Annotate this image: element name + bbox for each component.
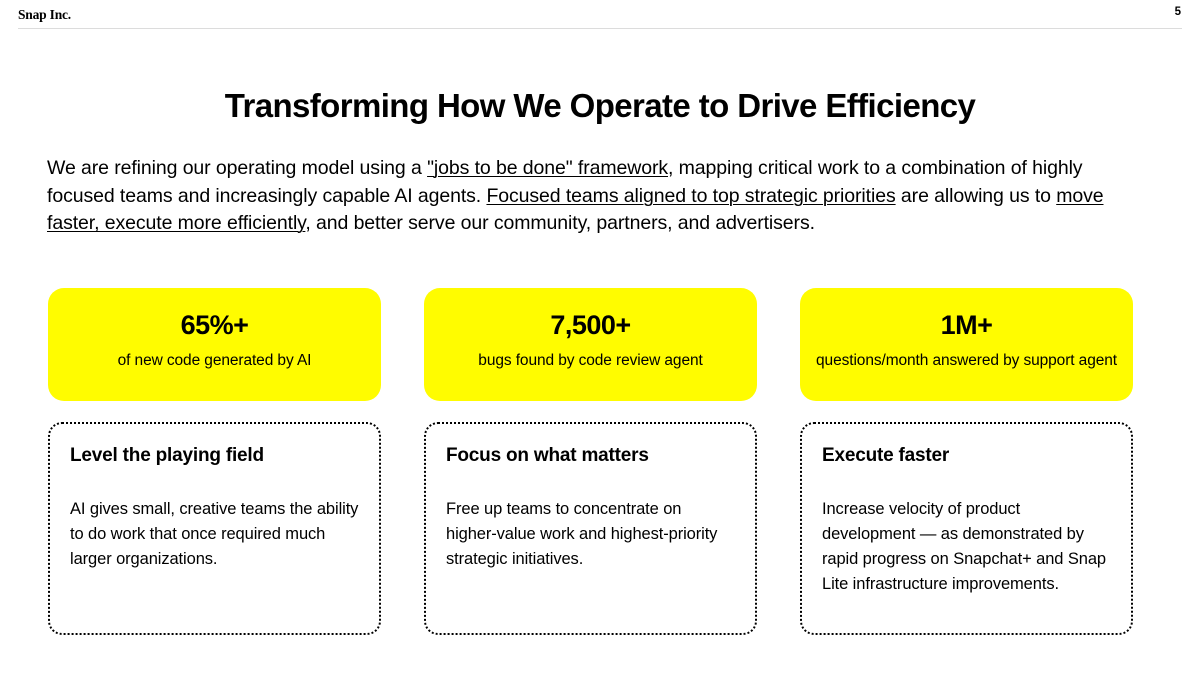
- detail-card-2: Focus on what matters Free up teams to c…: [424, 422, 757, 635]
- slide-header: Snap Inc. 5: [0, 0, 1200, 31]
- detail-title-1: Level the playing field: [70, 445, 264, 466]
- stat-card-2: 7,500+ bugs found by code review agent: [424, 288, 757, 401]
- stat-value-1: 65%+: [180, 310, 249, 340]
- stat-label-2: bugs found by code review agent: [478, 352, 703, 370]
- intro-underline-jobs-to-be-done: "jobs to be done" framework: [427, 157, 668, 179]
- column-1: 65%+ of new code generated by AI Level t…: [48, 288, 381, 635]
- detail-body-3: Increase velocity of product development…: [822, 499, 1106, 593]
- detail-card-3: Execute faster Increase velocity of prod…: [800, 422, 1133, 635]
- column-2: 7,500+ bugs found by code review agent F…: [424, 288, 757, 635]
- intro-underline-focused-teams: Focused teams aligned to top strategic p…: [486, 184, 896, 207]
- stat-value-2: 7,500+: [550, 310, 631, 340]
- intro-text-3: are allowing us to: [895, 184, 1057, 207]
- column-3: 1M+ questions/month answered by support …: [800, 288, 1133, 635]
- stat-card-1: 65%+ of new code generated by AI: [48, 288, 381, 401]
- intro-text-2: , mapping critical work to a combination…: [47, 157, 1083, 207]
- stat-label-3: questions/month answered by support agen…: [816, 352, 1117, 370]
- page-title: Transforming How We Operate to Drive Eff…: [224, 87, 976, 124]
- detail-card-1: Level the playing field AI gives small, …: [48, 422, 381, 635]
- intro-underline-move-faster: move faster, execute more efficiently: [47, 184, 1104, 235]
- columns-container: 65%+ of new code generated by AI Level t…: [48, 288, 1138, 635]
- detail-title-3: Execute faster: [822, 445, 950, 466]
- intro-paragraph: We are refining our operating model usin…: [47, 155, 1137, 238]
- detail-title-2: Focus on what matters: [446, 445, 649, 466]
- intro-text-4: , and better serve our community, partne…: [305, 212, 815, 234]
- header-divider: [18, 28, 1182, 29]
- page-number: 5: [1174, 6, 1181, 18]
- brand-logo: Snap Inc.: [18, 7, 71, 22]
- stat-label-1: of new code generated by AI: [117, 352, 312, 370]
- stat-card-3: 1M+ questions/month answered by support …: [800, 288, 1133, 401]
- stat-value-3: 1M+: [940, 310, 993, 340]
- intro-text-1: We are refining our operating model usin…: [47, 157, 428, 179]
- detail-body-2: Free up teams to concentrate on higher-v…: [446, 499, 718, 568]
- detail-body-1: AI gives small, creative teams the abili…: [70, 499, 359, 568]
